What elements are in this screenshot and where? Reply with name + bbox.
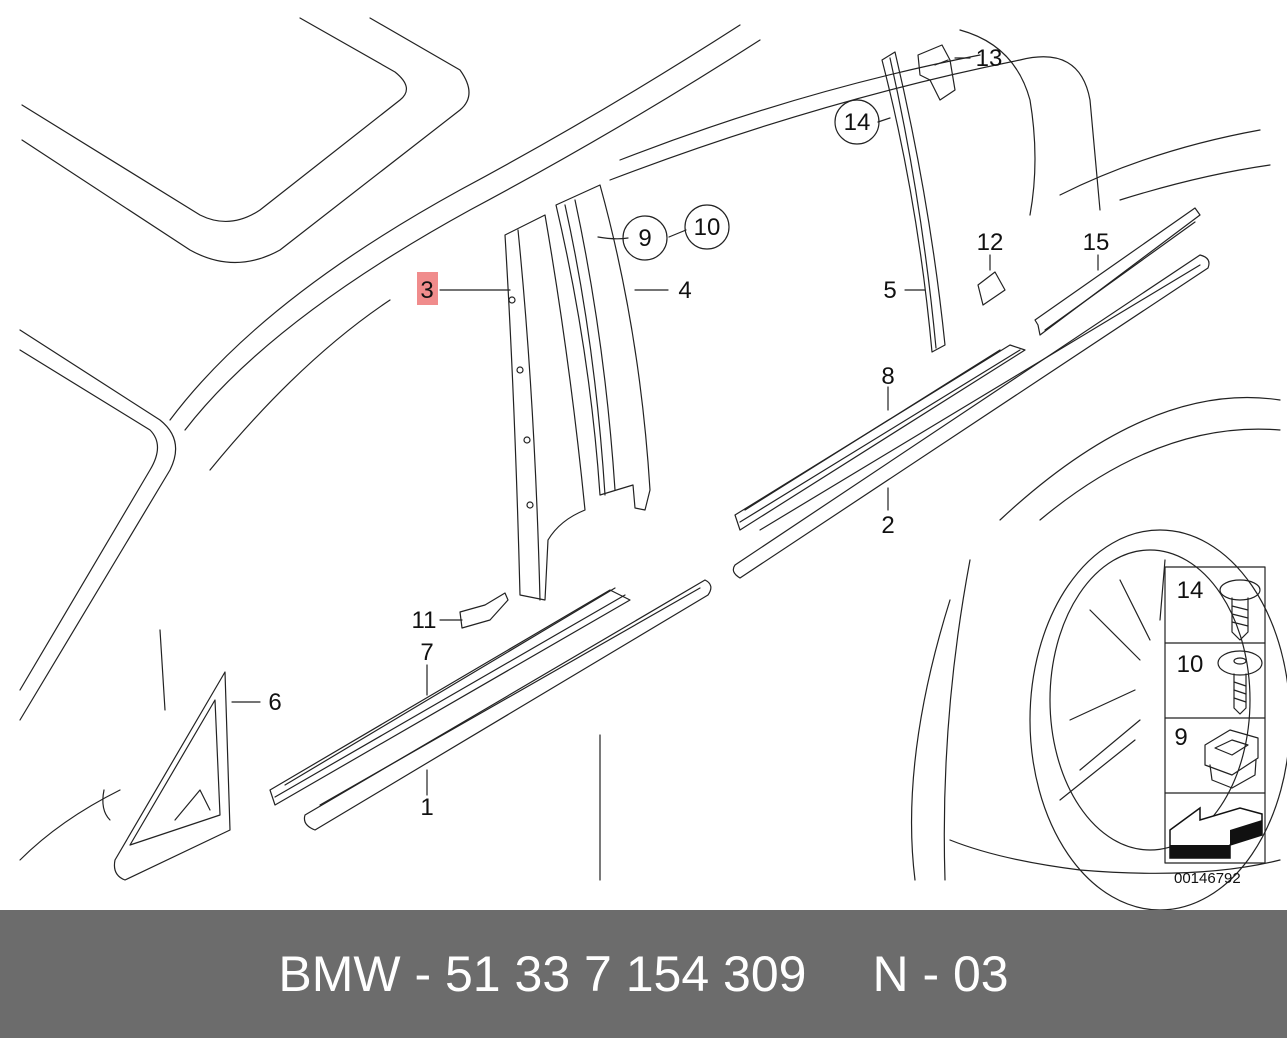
mirror-triangle-6 [113, 671, 231, 881]
page-number: N - 03 [872, 946, 1009, 1002]
legend-label-10: 10 [1177, 651, 1204, 678]
callout-12: 12 [977, 229, 1004, 256]
seal-15 [1034, 207, 1201, 336]
callout-3: 3 [420, 277, 433, 304]
leader-lines [231, 57, 1099, 796]
part-number: BMW - 51 33 7 154 309 [278, 946, 807, 1002]
callout-14: 14 [844, 109, 871, 136]
sheet-number: 00146792 [1174, 870, 1241, 887]
callout-15: 15 [1083, 229, 1110, 256]
callout-8: 8 [881, 363, 894, 390]
clip-13 [917, 44, 956, 101]
legend-label-9: 9 [1174, 724, 1187, 751]
car-body-outline [19, 17, 1281, 881]
seal-7 [269, 589, 631, 806]
legend-label-14: 14 [1177, 577, 1204, 604]
callout-7: 7 [420, 639, 433, 666]
window-guide-rail [881, 51, 946, 353]
moulding-2 [732, 254, 1210, 579]
pad-12 [977, 271, 1006, 306]
callout-1: 1 [420, 794, 433, 821]
clip-nut-icon [1204, 729, 1259, 789]
legend-box [1164, 566, 1266, 864]
clip-11 [459, 592, 509, 629]
callout-6: 6 [268, 689, 281, 716]
callout-11: 11 [412, 607, 437, 634]
pillar-trim-inner [504, 214, 586, 601]
callout-3-highlight [417, 272, 438, 305]
parts-diagram-svg: 3 4 9 10 14 13 12 15 5 8 2 11 7 6 1 14 1… [19, 17, 1287, 910]
wheel [1029, 529, 1287, 910]
callout-9: 9 [638, 225, 651, 252]
parts-diagram: 3 4 9 10 14 13 12 15 5 8 2 11 7 6 1 14 1… [19, 17, 1287, 910]
arrow-left-icon [1169, 806, 1263, 859]
callout-5: 5 [883, 277, 896, 304]
footer-bar: BMW - 51 33 7 154 309 N - 03 [0, 910, 1287, 1038]
moulding-1 [303, 579, 712, 831]
screw-with-washer-icon [1219, 579, 1261, 641]
screw-with-round-head-icon [1217, 650, 1263, 715]
callout-13: 13 [976, 45, 1003, 72]
seal-8 [734, 344, 1026, 531]
callout-10: 10 [694, 214, 721, 241]
pillar-trim-outer [555, 184, 651, 511]
callout-4: 4 [678, 277, 691, 304]
callout-2: 2 [881, 512, 894, 539]
